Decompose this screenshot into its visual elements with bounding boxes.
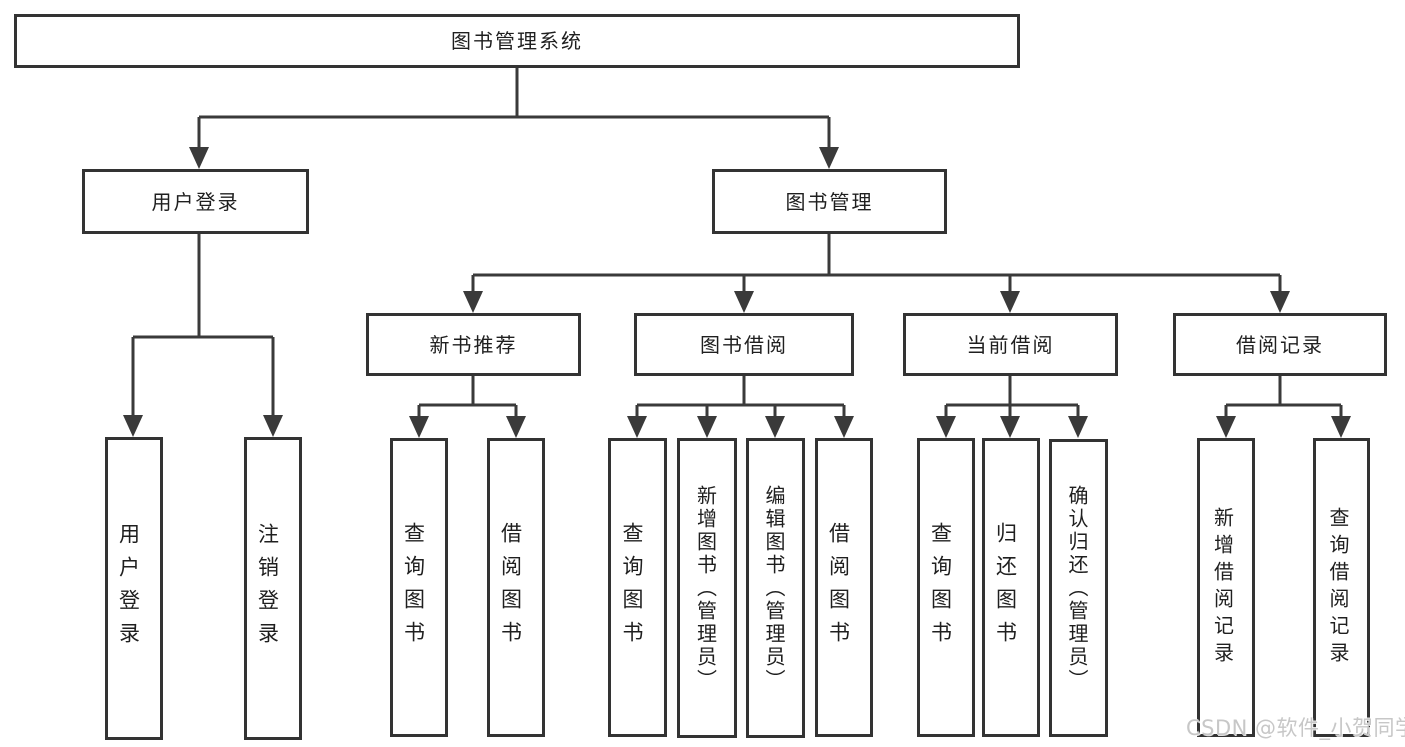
arrow-down-icon <box>734 291 754 313</box>
node-book-borrow: 图书借阅 <box>634 313 854 376</box>
node-new-book-recommend: 新书推荐 <box>366 313 581 376</box>
leaf-recommend-query-book: 查询图书 <box>390 438 448 737</box>
leaf-edit-book-admin: 编辑图书（管理员） <box>746 438 805 738</box>
connector-user-login <box>131 233 275 416</box>
connector-current-borrow <box>944 376 1080 417</box>
arrow-down-icon <box>506 416 526 438</box>
arrow-down-icon <box>819 147 839 169</box>
arrowheads <box>123 147 1351 438</box>
watermark: CSDN @软件_小贺同学 <box>1186 716 1405 740</box>
arrow-down-icon <box>1068 416 1088 438</box>
leaf-borrow-query-book: 查询图书 <box>608 438 667 737</box>
arrow-down-icon <box>1331 416 1351 438</box>
connector-root <box>197 68 831 150</box>
node-root-system: 图书管理系统 <box>14 14 1020 68</box>
leaf-query-borrow-record: 查询借阅记录 <box>1313 438 1370 737</box>
node-book-management: 图书管理 <box>712 169 947 234</box>
arrow-down-icon <box>834 416 854 438</box>
arrow-down-icon <box>263 415 283 437</box>
connector-borrow-record <box>1224 376 1343 417</box>
leaf-user-login: 用户登录 <box>105 437 163 740</box>
connector-new-book-recommend <box>417 376 518 417</box>
node-current-borrow: 当前借阅 <box>903 313 1118 376</box>
node-borrow-record: 借阅记录 <box>1173 313 1387 376</box>
arrow-down-icon <box>123 415 143 437</box>
leaf-confirm-return-admin: 确认归还（管理员） <box>1049 439 1108 737</box>
arrow-down-icon <box>463 291 483 313</box>
leaf-add-book-admin: 新增图书（管理员） <box>677 438 737 738</box>
arrow-down-icon <box>189 147 209 169</box>
leaf-return-book: 归还图书 <box>982 438 1040 737</box>
arrow-down-icon <box>697 416 717 438</box>
arrow-down-icon <box>765 416 785 438</box>
arrow-down-icon <box>1000 416 1020 438</box>
connector-book-management <box>471 233 1282 292</box>
arrow-down-icon <box>627 416 647 438</box>
leaf-borrow-book: 借阅图书 <box>815 438 873 737</box>
arrow-down-icon <box>409 416 429 438</box>
arrow-down-icon <box>1270 291 1290 313</box>
arrow-down-icon <box>936 416 956 438</box>
leaf-add-borrow-record: 新增借阅记录 <box>1197 438 1255 737</box>
arrow-down-icon <box>1000 291 1020 313</box>
node-user-login: 用户登录 <box>82 169 309 234</box>
leaf-current-query-book: 查询图书 <box>917 438 975 737</box>
connector-book-borrow <box>635 376 846 417</box>
leaf-logout: 注销登录 <box>244 437 302 740</box>
arrow-down-icon <box>1216 416 1236 438</box>
leaf-recommend-borrow-book: 借阅图书 <box>487 438 545 737</box>
